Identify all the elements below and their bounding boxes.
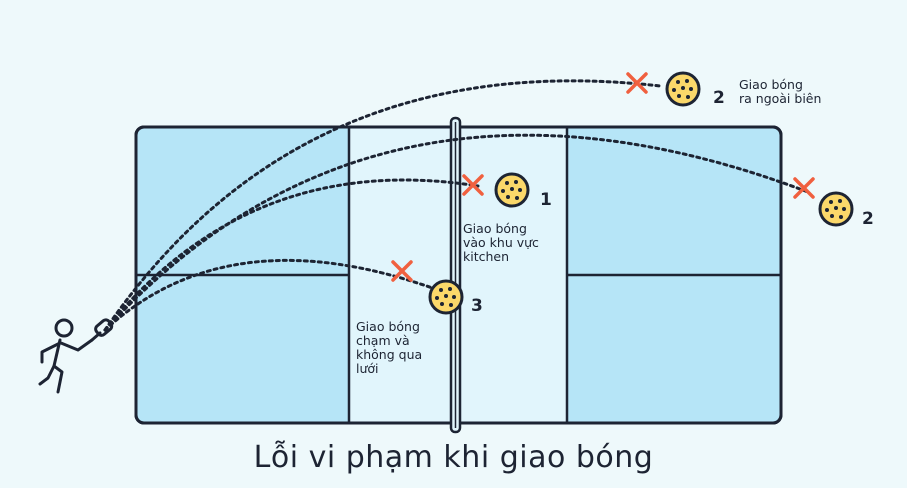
trajectory-3 (103, 258, 440, 332)
fault-label-kitchen: Giao bóng vào khu vực kitchen (463, 221, 539, 264)
ball-icon (428, 279, 464, 315)
fault-number: 3 (471, 296, 483, 316)
fault-label-net: Giao bóng chạm và không qua lưới (356, 319, 423, 376)
trajectory-2-top (103, 79, 662, 332)
fault-marks (391, 72, 815, 282)
fault-x-icon (793, 177, 815, 199)
net (449, 116, 462, 434)
ball-icon (494, 172, 530, 208)
fault-label-out-of-bounds: Giao bóng ra ngoài biên (739, 77, 822, 106)
fault-number: 2 (713, 88, 725, 108)
ball-trajectories (103, 79, 810, 332)
ball-icon (818, 191, 854, 227)
fault-number: 1 (540, 190, 552, 210)
page-title: Lỗi vi phạm khi giao bóng (253, 440, 654, 475)
fault-x-icon (391, 260, 413, 282)
fault-number: 2 (862, 209, 874, 229)
player-icon (38, 318, 114, 394)
trajectory-1 (103, 178, 480, 332)
fault-x-icon (626, 72, 648, 94)
ball-icon (665, 71, 701, 107)
trajectory-2-right (103, 133, 810, 332)
fault-x-icon (462, 174, 484, 196)
